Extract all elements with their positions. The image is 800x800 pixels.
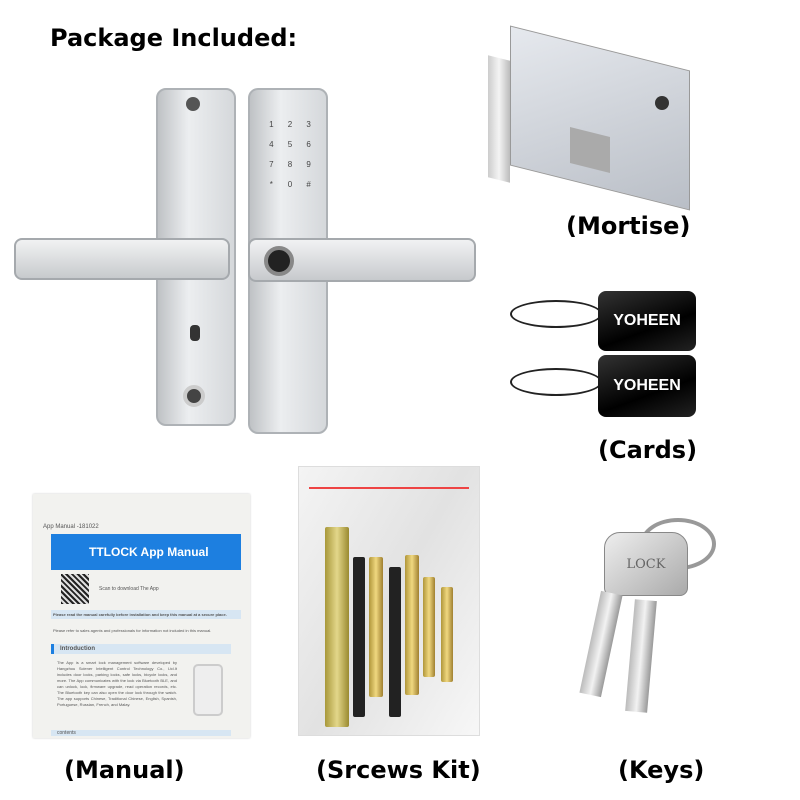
mortise-label: (Mortise) bbox=[566, 212, 691, 240]
manual-image: App Manual -181022 TTLOCK App Manual Sca… bbox=[33, 494, 250, 738]
cards-label: (Cards) bbox=[598, 436, 698, 464]
rfid-card: YOHEEN bbox=[598, 291, 696, 351]
screws-kit-image bbox=[298, 466, 480, 736]
page-title: Package Included: bbox=[50, 24, 298, 52]
fingerprint-sensor-icon bbox=[264, 246, 294, 276]
key-head: LOCK bbox=[604, 532, 688, 596]
keys-label: (Keys) bbox=[618, 756, 705, 784]
qr-code-icon bbox=[61, 574, 89, 604]
manual-banner: TTLOCK App Manual bbox=[51, 534, 241, 570]
screws-kit-label: (Srcews Kit) bbox=[316, 756, 481, 784]
phone-icon bbox=[193, 664, 223, 716]
rfid-card: YOHEEN bbox=[598, 355, 696, 417]
manual-label: (Manual) bbox=[64, 756, 185, 784]
